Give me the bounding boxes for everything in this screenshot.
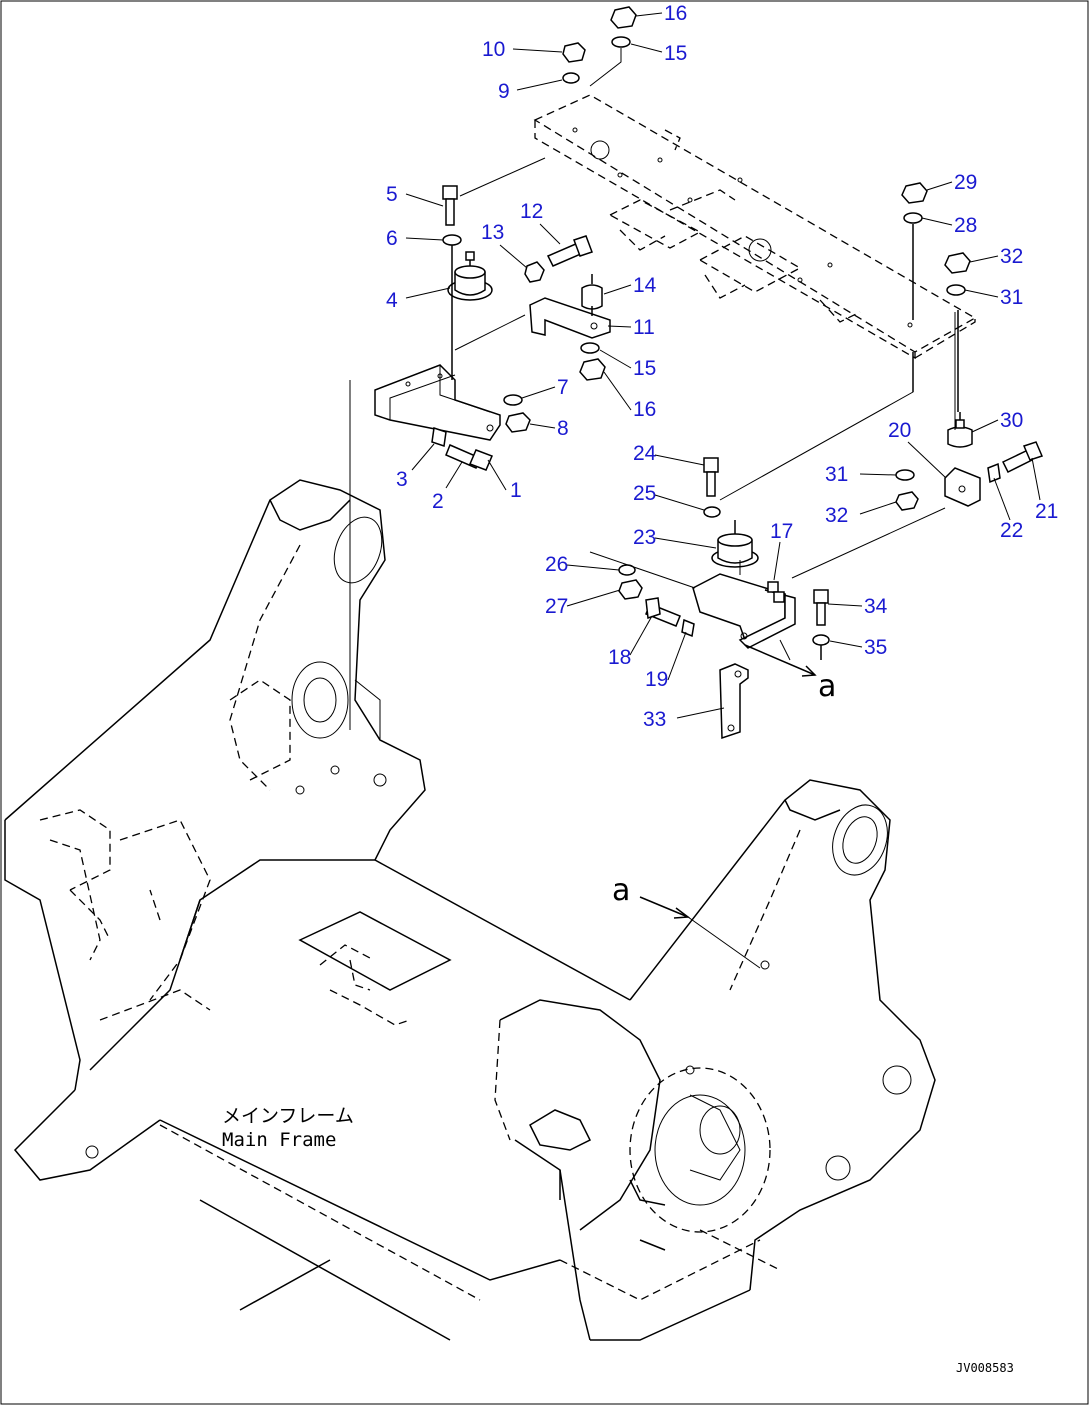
callout-18: 18 xyxy=(608,646,631,669)
callout-leaders xyxy=(405,12,1041,719)
nut-27 xyxy=(618,579,643,600)
callout-24: 24 xyxy=(633,442,657,465)
rubber-mount-23 xyxy=(711,520,759,568)
callout-16b: 16 xyxy=(664,2,687,25)
washer-35 xyxy=(812,634,830,646)
nut-29 xyxy=(901,182,928,204)
rubber-mount-30 xyxy=(947,412,973,448)
callout-6: 6 xyxy=(386,227,398,250)
washer-6 xyxy=(442,234,462,246)
callout-17: 17 xyxy=(770,520,793,543)
callout-10: 10 xyxy=(482,38,505,61)
callout-3: 3 xyxy=(396,468,408,491)
callout-26: 26 xyxy=(545,553,568,576)
bolt-18 xyxy=(645,597,681,627)
bolt-24 xyxy=(703,457,719,497)
callout-34: 34 xyxy=(864,595,888,618)
callout-29: 29 xyxy=(954,171,977,194)
callout-32a: 32 xyxy=(1000,245,1023,268)
callout-31b: 31 xyxy=(825,463,848,486)
rubber-mount-4 xyxy=(447,251,493,301)
view-marker-upper: a xyxy=(818,669,836,704)
bolt-34 xyxy=(813,589,829,626)
bolt-5 xyxy=(442,185,458,226)
washer-28 xyxy=(903,212,923,224)
callout-labels: 1 2 3 4 5 6 7 8 9 10 11 12 13 14 15 15 1… xyxy=(386,2,1058,731)
callout-8: 8 xyxy=(557,417,569,440)
washer-15b xyxy=(611,36,631,48)
main-frame xyxy=(4,479,936,1341)
callout-2: 2 xyxy=(432,490,444,513)
bolt-12 xyxy=(546,235,593,267)
callout-14: 14 xyxy=(633,274,657,297)
callout-11: 11 xyxy=(633,316,655,339)
washer-25 xyxy=(703,506,721,518)
washer-9 xyxy=(562,72,580,84)
rubber-mount-14 xyxy=(581,274,603,316)
washer-7 xyxy=(503,394,523,406)
callout-35: 35 xyxy=(864,636,887,659)
callout-12: 12 xyxy=(520,200,543,223)
frame-label-jp: メインフレーム xyxy=(222,1105,354,1127)
frame-label-en: Main Frame xyxy=(222,1129,336,1151)
callout-33: 33 xyxy=(643,708,666,731)
assembly-lines xyxy=(349,48,956,969)
callout-31a: 31 xyxy=(1000,286,1023,309)
bracket-left xyxy=(374,364,501,441)
nut-10 xyxy=(562,42,586,63)
callout-15b: 15 xyxy=(664,42,687,65)
nut-32a xyxy=(944,252,971,274)
callout-22: 22 xyxy=(1000,519,1023,542)
floor-plate xyxy=(533,94,977,360)
callout-13: 13 xyxy=(481,221,504,244)
nut-32b xyxy=(895,491,919,511)
view-marker-lower: a xyxy=(612,873,630,908)
spacer-3 xyxy=(431,427,447,447)
bracket-17 xyxy=(692,573,796,649)
bracket-20 xyxy=(944,467,981,507)
callout-4: 4 xyxy=(386,289,398,312)
callout-32b: 32 xyxy=(825,504,848,527)
nut-13 xyxy=(524,261,545,283)
nut-16b xyxy=(610,6,637,29)
callout-7: 7 xyxy=(557,376,569,399)
washer-31b xyxy=(895,469,915,481)
callout-28: 28 xyxy=(954,214,977,237)
callout-20: 20 xyxy=(888,419,911,442)
stay-33 xyxy=(719,663,749,740)
callout-15a: 15 xyxy=(633,357,656,380)
washer-31a xyxy=(946,284,966,296)
nut-8 xyxy=(505,412,531,433)
spacer-22 xyxy=(987,462,1001,484)
callout-30: 30 xyxy=(1000,409,1023,432)
nut-16a xyxy=(579,358,606,381)
callout-1: 1 xyxy=(510,479,522,502)
bracket-11 xyxy=(529,297,611,339)
callout-25: 25 xyxy=(633,482,656,505)
callout-23: 23 xyxy=(633,526,656,549)
callout-9: 9 xyxy=(498,80,510,103)
callout-16a: 16 xyxy=(633,398,656,421)
washer-15a xyxy=(580,342,600,354)
callout-27: 27 xyxy=(545,595,568,618)
callout-19: 19 xyxy=(645,668,668,691)
callout-5: 5 xyxy=(386,183,398,206)
bolt-2 xyxy=(445,444,493,471)
bolt-21 xyxy=(1001,441,1044,474)
drawing-reference: JV008583 xyxy=(956,1361,1014,1375)
spacer-19 xyxy=(681,618,695,638)
callout-21: 21 xyxy=(1035,500,1058,523)
